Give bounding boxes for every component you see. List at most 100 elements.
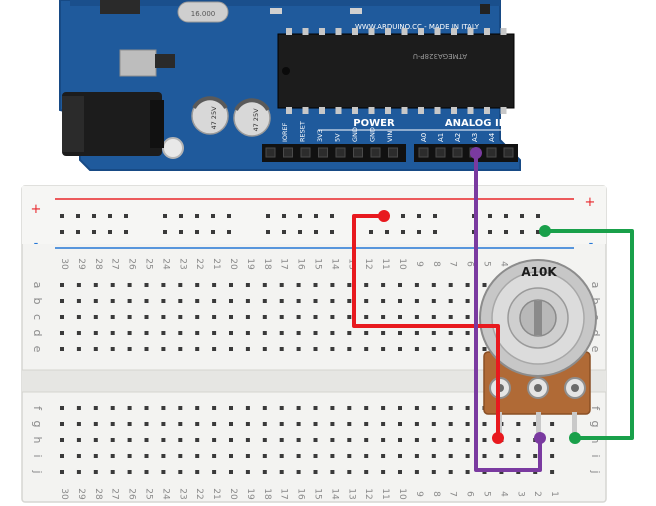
chip-pin [434, 28, 441, 35]
terminal-hole [313, 422, 318, 426]
terminal-hole [262, 438, 267, 442]
terminal-hole [60, 331, 64, 335]
terminal-hole [448, 299, 453, 303]
rail-hole [92, 214, 96, 218]
terminal-hole [76, 283, 81, 287]
chip-pin [335, 107, 342, 114]
terminal-hole [229, 331, 233, 335]
terminal-hole [381, 422, 386, 426]
terminal-hole [398, 299, 402, 303]
rail-hole [330, 230, 334, 234]
column-number: 5 [482, 261, 492, 267]
terminal-hole [127, 422, 132, 426]
terminal-hole [381, 454, 386, 458]
terminal-hole [60, 406, 64, 410]
terminal-hole [347, 283, 352, 287]
header-socket [335, 147, 346, 158]
row-letter: a [589, 282, 602, 289]
row-letter: b [31, 298, 44, 305]
smd-component [155, 54, 175, 68]
terminal-hole [550, 422, 555, 426]
terminal-hole [313, 299, 318, 303]
rail-hole [433, 214, 437, 218]
terminal-hole [465, 406, 470, 410]
terminal-hole [144, 406, 149, 410]
terminal-hole [144, 470, 149, 474]
terminal-hole [431, 299, 436, 303]
capacitor-label: 47 25V [210, 106, 218, 130]
terminal-hole [76, 347, 81, 351]
chip-pin [286, 28, 292, 35]
chip-pin [352, 107, 358, 114]
column-number: 23 [177, 258, 187, 269]
terminal-hole [76, 438, 81, 442]
terminal-hole [279, 315, 284, 319]
terminal-hole [313, 315, 318, 319]
terminal-hole [212, 422, 217, 426]
chip-pin [467, 28, 474, 35]
row-letter: f [589, 406, 602, 411]
terminal-hole [93, 438, 98, 442]
column-number: 6 [465, 261, 475, 267]
terminal-hole [60, 347, 64, 351]
capacitor: 47 25V [233, 98, 271, 137]
header-body [262, 144, 406, 162]
power-pin-label: RESET [299, 121, 307, 142]
terminal-hole [431, 315, 436, 319]
terminal-hole [330, 315, 335, 319]
chip-pin [500, 28, 507, 35]
column-number: 9 [414, 261, 424, 267]
power-pin-label: 3V3 [316, 129, 324, 142]
header-socket [370, 147, 381, 158]
terminal-hole [195, 331, 200, 335]
column-number: 10 [397, 488, 407, 500]
chip-pin [401, 107, 408, 114]
chip-pin [352, 28, 358, 35]
terminal-hole [93, 299, 98, 303]
analog-pin-label: A2 [454, 133, 462, 142]
column-number: 28 [93, 258, 103, 270]
red-wire [352, 210, 504, 444]
terminal-hole [364, 283, 369, 287]
rail-hole [385, 230, 389, 234]
rail-hole [179, 214, 183, 218]
analog-pin-label: A5 [505, 133, 513, 142]
terminal-hole [296, 331, 301, 335]
rail-hole [298, 230, 302, 234]
terminal-hole [76, 454, 81, 458]
terminal-hole [110, 315, 115, 319]
terminal-hole [262, 315, 267, 319]
rail-hole [195, 214, 199, 218]
row-letter: h [31, 437, 44, 444]
terminal-hole [465, 347, 470, 351]
column-number: 26 [127, 258, 137, 270]
terminal-hole [195, 470, 200, 474]
header-socket [283, 147, 293, 158]
terminal-hole [364, 347, 369, 351]
terminal-hole [60, 299, 64, 303]
terminal-hole [398, 347, 402, 351]
terminal-hole [313, 438, 318, 442]
terminal-hole [347, 299, 352, 303]
terminal-hole [398, 438, 402, 442]
mounting-hole [162, 137, 184, 159]
terminal-hole [178, 283, 183, 287]
terminal-hole [144, 315, 149, 319]
column-number: 16 [296, 258, 306, 270]
column-number: 8 [431, 261, 441, 267]
chip-pin [418, 107, 424, 114]
row-letter: d [31, 330, 44, 337]
column-number: 29 [76, 488, 86, 500]
terminal-hole [347, 331, 352, 335]
column-number: 20 [228, 258, 238, 270]
row-letter: g [589, 421, 602, 428]
terminal-hole [245, 470, 250, 474]
terminal-hole [110, 347, 115, 351]
terminal-hole [195, 347, 200, 351]
rail-hole [108, 214, 112, 218]
terminal-hole [414, 406, 419, 410]
column-number: 7 [448, 491, 458, 497]
rail-hole [227, 230, 231, 234]
